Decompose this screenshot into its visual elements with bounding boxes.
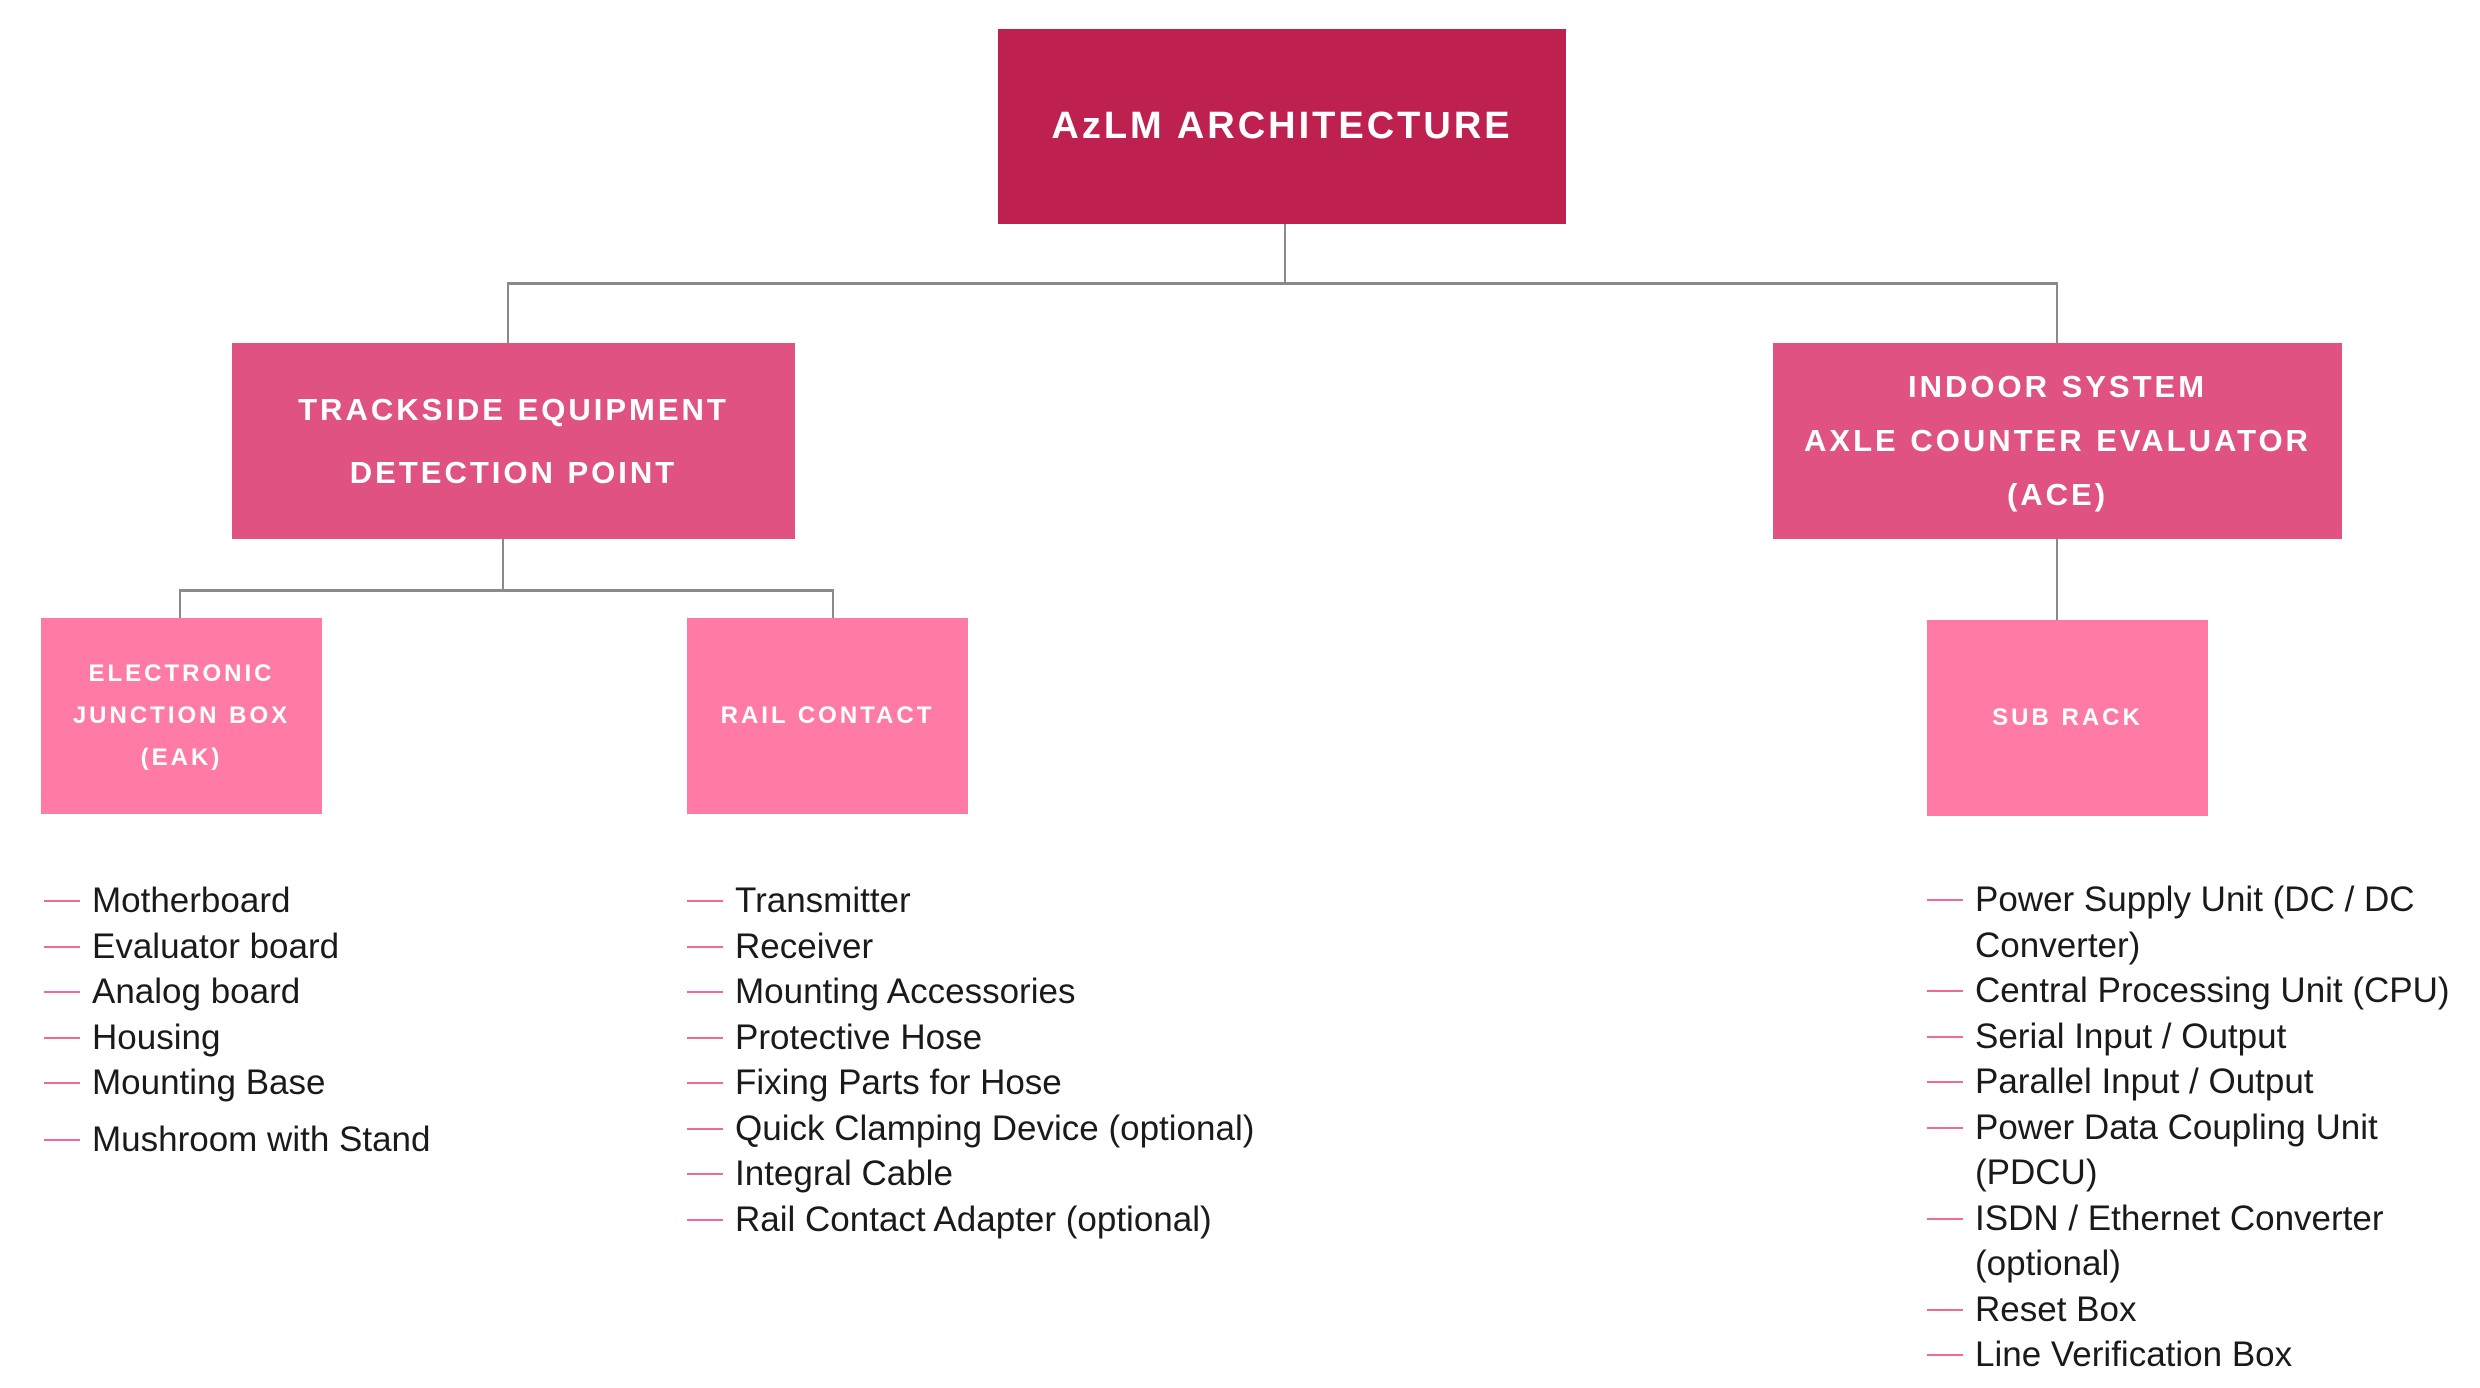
node-label-line: (EAK) xyxy=(140,744,223,771)
dash-bullet-icon xyxy=(44,1082,80,1084)
dash-bullet-icon xyxy=(1927,990,1963,992)
list-item: Housing xyxy=(44,1015,430,1061)
dash-bullet-icon xyxy=(687,1127,723,1130)
node-label-line: AXLE COUNTER EVALUATOR xyxy=(1804,423,2311,458)
list-item: Reset Box xyxy=(1927,1287,2450,1333)
dash-bullet-icon xyxy=(44,900,80,902)
list-item: Transmitter xyxy=(687,878,1254,924)
list-item: Protective Hose xyxy=(687,1015,1254,1061)
connector-trackside-horizontal xyxy=(179,589,834,592)
list-item: Integral Cable xyxy=(687,1151,1254,1197)
node-sub-rack: SUB RACK xyxy=(1927,620,2208,816)
dash-bullet-icon xyxy=(687,1036,723,1039)
root-node-azlm-architecture: AzLM ARCHITECTURE xyxy=(998,29,1566,224)
connector-to-trackside xyxy=(507,282,509,343)
dash-bullet-icon xyxy=(44,991,80,993)
dash-bullet-icon xyxy=(44,945,80,948)
node-trackside-equipment: TRACKSIDE EQUIPMENT DETECTION POINT xyxy=(232,343,795,539)
connector-indoor-to-subrack xyxy=(2056,539,2058,620)
connector-to-eak xyxy=(179,589,181,618)
list-item-text: ISDN / Ethernet Converter (optional) xyxy=(1975,1198,2384,1284)
list-item: Parallel Input / Output xyxy=(1927,1059,2450,1105)
connector-root-horizontal xyxy=(507,282,2058,285)
list-item-text: Power Supply Unit (DC / DC Converter) xyxy=(1975,880,2415,965)
list-item: Receiver xyxy=(687,924,1254,970)
root-node-label: AzLM ARCHITECTURE xyxy=(1051,105,1513,147)
node-label: SUB RACK xyxy=(1992,704,2143,731)
list-item: Mounting Base xyxy=(44,1060,430,1106)
list-item-text: Mounting Accessories xyxy=(735,972,1076,1011)
list-item-text: Power Data Coupling Unit (PDCU) xyxy=(1975,1107,2378,1193)
list-item-text: Reset Box xyxy=(1975,1289,2137,1329)
connector-trackside-down xyxy=(502,539,504,590)
node-indoor-system: INDOOR SYSTEM AXLE COUNTER EVALUATOR (AC… xyxy=(1773,343,2342,539)
list-item: Line Verification Box xyxy=(1927,1332,2450,1378)
list-item: Analog board xyxy=(44,969,430,1015)
list-item: Central Processing Unit (CPU) xyxy=(1927,968,2450,1014)
node-electronic-junction-box: ELECTRONIC JUNCTION BOX (EAK) xyxy=(41,618,322,814)
list-item-text: Evaluator board xyxy=(92,926,340,966)
list-item-text: Mounting Base xyxy=(92,1063,326,1102)
node-label-line: (ACE) xyxy=(2006,477,2109,512)
list-item: Serial Input / Output xyxy=(1927,1014,2450,1060)
list-item: Rail Contact Adapter (optional) xyxy=(687,1197,1254,1243)
list-item-text: Housing xyxy=(92,1017,221,1057)
list-item: Mounting Accessories xyxy=(687,969,1254,1015)
node-label: RAIL CONTACT xyxy=(720,702,935,729)
list-item: ISDN / Ethernet Converter (optional) xyxy=(1927,1196,2450,1287)
dash-bullet-icon xyxy=(1927,1217,1963,1220)
list-item-text: Transmitter xyxy=(735,881,911,920)
dash-bullet-icon xyxy=(1927,899,1963,901)
dash-bullet-icon xyxy=(1927,1035,1963,1038)
list-item-text: Parallel Input / Output xyxy=(1975,1062,2314,1101)
node-label-line: ELECTRONIC xyxy=(88,660,275,687)
list-item: Power Data Coupling Unit (PDCU) xyxy=(1927,1105,2450,1196)
dash-bullet-icon xyxy=(1927,1126,1963,1129)
list-item-text: Central Processing Unit (CPU) xyxy=(1975,971,2450,1010)
dash-bullet-icon xyxy=(687,991,723,993)
dash-bullet-icon xyxy=(687,900,723,902)
list-item-text: Serial Input / Output xyxy=(1975,1016,2287,1056)
list-item: Power Supply Unit (DC / DC Converter) xyxy=(1927,877,2450,968)
list-item-text: Mushroom with Stand xyxy=(92,1119,431,1159)
list-item-text: Line Verification Box xyxy=(1975,1335,2293,1374)
dash-bullet-icon xyxy=(44,1036,80,1039)
list-item-text: Rail Contact Adapter (optional) xyxy=(735,1199,1212,1239)
dash-bullet-icon xyxy=(687,945,723,948)
list-item: Evaluator board xyxy=(44,924,430,970)
list-item-text: Receiver xyxy=(735,926,874,966)
node-label-line: TRACKSIDE EQUIPMENT xyxy=(298,392,729,427)
list-item-text: Quick Clamping Device (optional) xyxy=(735,1108,1255,1148)
connector-to-rail-contact xyxy=(832,589,834,618)
dash-bullet-icon xyxy=(1927,1308,1963,1311)
dash-bullet-icon xyxy=(687,1173,723,1175)
connector-root-down xyxy=(1284,224,1286,284)
list-item-text: Protective Hose xyxy=(735,1017,983,1057)
dash-bullet-icon xyxy=(44,1138,80,1141)
node-label-line: JUNCTION BOX xyxy=(72,702,291,729)
rail-contact-component-list: Transmitter Receiver Mounting Accessorie… xyxy=(687,878,1254,1242)
node-label-line: INDOOR SYSTEM xyxy=(1907,369,2208,404)
list-item-text: Motherboard xyxy=(92,881,291,920)
node-rail-contact: RAIL CONTACT xyxy=(687,618,968,814)
dash-bullet-icon xyxy=(1927,1081,1963,1083)
node-label-line: DETECTION POINT xyxy=(349,455,678,490)
list-item: Quick Clamping Device (optional) xyxy=(687,1106,1254,1152)
list-item-text: Integral Cable xyxy=(735,1154,953,1193)
list-item: Mushroom with Stand xyxy=(44,1117,430,1163)
eak-component-list: Motherboard Evaluator board Analog board… xyxy=(44,878,430,1162)
dash-bullet-icon xyxy=(687,1218,723,1221)
list-item: Motherboard xyxy=(44,878,430,924)
sub-rack-component-list: Power Supply Unit (DC / DC Converter) Ce… xyxy=(1927,877,2450,1378)
list-item-text: Analog board xyxy=(92,972,301,1011)
list-item-text: Fixing Parts for Hose xyxy=(735,1063,1062,1102)
connector-to-indoor xyxy=(2056,282,2058,343)
dash-bullet-icon xyxy=(687,1082,723,1084)
dash-bullet-icon xyxy=(1927,1354,1963,1356)
list-item: Fixing Parts for Hose xyxy=(687,1060,1254,1106)
